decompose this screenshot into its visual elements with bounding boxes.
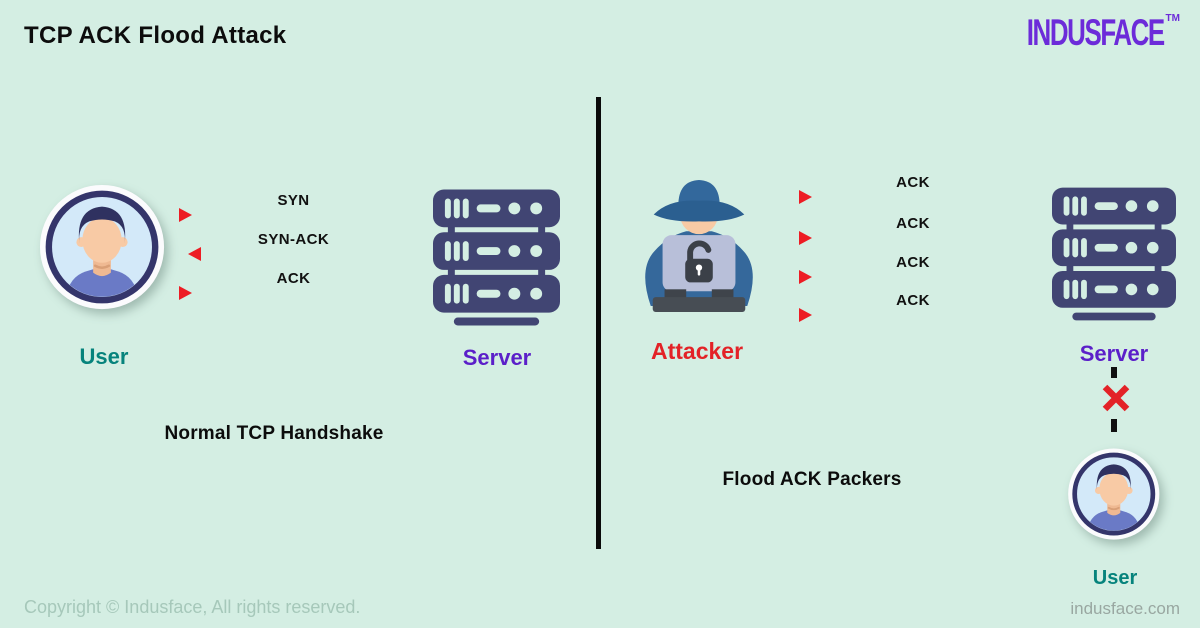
logo-wordmark: INDUSFACE [1026, 12, 1164, 53]
flood-ack-arrow-3: ACK [810, 254, 1016, 277]
syn-ack-arrow: SYN-ACK [190, 231, 397, 254]
dashed-connector [1111, 367, 1117, 378]
user-avatar-icon [38, 183, 168, 315]
blocked-x-icon [1101, 383, 1131, 413]
trademark-symbol: TM [1165, 13, 1180, 24]
flood-ack-arrow-4: ACK [810, 292, 1016, 315]
left-server-label: Server [462, 345, 532, 370]
panel-divider [596, 97, 601, 549]
flood-ack-label-1: ACK [896, 174, 930, 191]
syn-ack-arrow-label: SYN-ACK [257, 231, 330, 248]
indusface-logo: INDUSFACE TM [968, 12, 1180, 53]
page-title: TCP ACK Flood Attack [24, 22, 287, 49]
server-icon [433, 189, 560, 327]
attacker-label: Attacker [650, 338, 744, 364]
flood-ack-arrow-1: ACK [810, 174, 1016, 197]
syn-arrow: SYN [190, 192, 397, 215]
user-avatar-icon [1066, 447, 1163, 544]
attacker-icon [635, 170, 763, 318]
flood-ack-label-3: ACK [896, 254, 930, 271]
ack-arrow-label: ACK [276, 270, 311, 287]
right-user-label: User [1092, 567, 1138, 589]
dashed-connector [1111, 419, 1117, 432]
flood-ack-label-4: ACK [896, 292, 930, 309]
left-user-label: User [79, 344, 129, 369]
server-icon [1052, 187, 1176, 322]
copyright-text: Copyright © Indusface, All rights reserv… [24, 597, 361, 617]
website-text: indusface.com [1070, 599, 1180, 618]
right-server-label: Server [1079, 341, 1149, 366]
ack-arrow: ACK [190, 270, 397, 293]
flood-ack-label-2: ACK [896, 215, 930, 232]
left-caption: Normal TCP Handshake [164, 423, 384, 444]
flood-ack-arrow-2: ACK [810, 215, 1016, 238]
right-caption: Flood ACK Packers [722, 469, 902, 490]
syn-arrow-label: SYN [277, 192, 310, 209]
